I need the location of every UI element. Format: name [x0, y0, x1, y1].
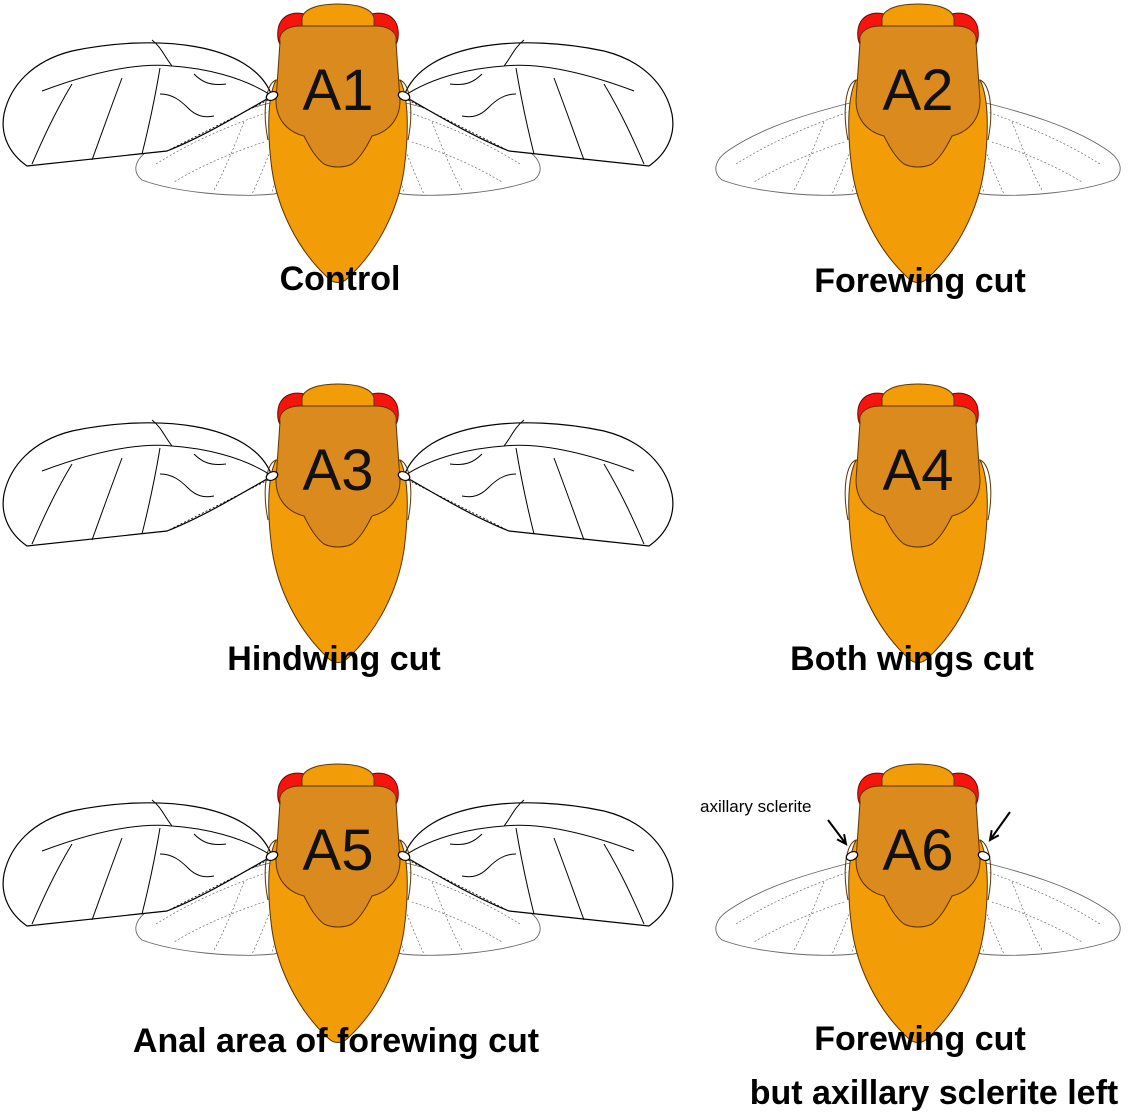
panel-A5: A5: [3, 764, 673, 1043]
insect-body: [845, 384, 991, 663]
panel-code-A4: A4: [883, 438, 954, 503]
caption-A4: Both wings cut: [790, 640, 1034, 679]
panel-code-A2: A2: [883, 58, 954, 123]
panel-code-A6: A6: [883, 818, 954, 883]
insect-body: [265, 764, 411, 1043]
panel-code-A1: A1: [303, 58, 374, 123]
insect-body: [265, 384, 411, 663]
panel-A2: A2: [716, 4, 1120, 283]
forewing-left: [3, 420, 272, 546]
caption-A6-line2: but axillary sclerite left: [750, 1074, 1119, 1113]
forewing-right: [404, 420, 673, 546]
panel-code-A3: A3: [303, 438, 374, 503]
caption-A3: Hindwing cut: [227, 640, 440, 679]
caption-A5: Anal area of forewing cut: [133, 1022, 539, 1061]
panel-A1: A1: [3, 4, 673, 283]
annotation-arrow-right: [990, 812, 1010, 840]
insect-body: [845, 4, 991, 283]
panel-A3: A3: [3, 384, 673, 663]
panel-code-A5: A5: [303, 818, 374, 883]
caption-A6-line1: Forewing cut: [814, 1020, 1026, 1059]
axillary-sclerite-label: axillary sclerite: [700, 797, 811, 817]
caption-A2: Forewing cut: [814, 262, 1026, 301]
insect-body: [265, 4, 411, 283]
panel-A4: A4: [845, 384, 991, 663]
insect-body: [845, 764, 991, 1043]
annotation-arrow-left: [828, 820, 846, 844]
caption-A1: Control: [280, 260, 401, 299]
